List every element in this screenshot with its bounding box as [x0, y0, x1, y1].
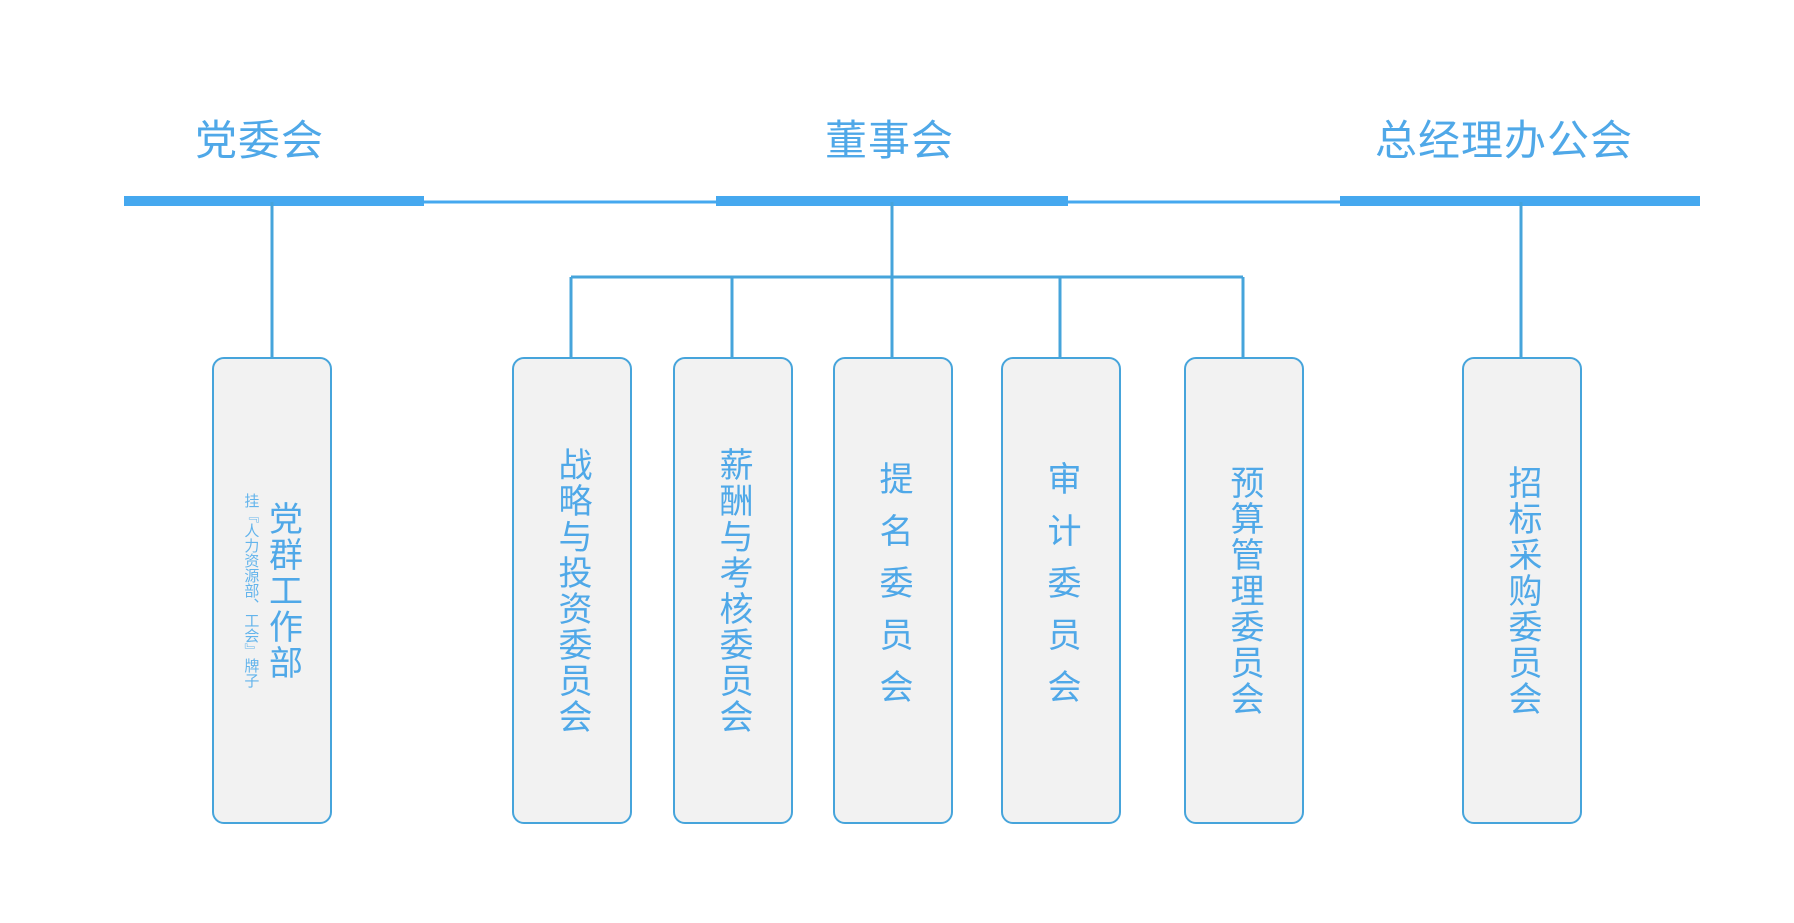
node-label-budget-management-committee: 预算管理委员会	[1225, 464, 1264, 717]
heading-party-committee[interactable]: 党委会	[195, 117, 325, 164]
node-label-audit-committee: 审计委员会	[1042, 460, 1081, 721]
node-budget-management-committee[interactable]: 预算管理委员会	[1184, 357, 1304, 824]
node-label-nomination-committee: 提名委员会	[874, 460, 913, 721]
node-bidding-procurement-committee[interactable]: 招标采购委员会	[1462, 357, 1582, 824]
node-nomination-committee[interactable]: 提名委员会	[833, 357, 953, 824]
node-label-party-mass-work-dept: 党群工作部	[263, 500, 302, 681]
heading-gm-office-meeting[interactable]: 总经理办公会	[1375, 117, 1634, 164]
heading-board-of-directors[interactable]: 董事会	[825, 117, 955, 164]
node-party-mass-work-dept[interactable]: 党群工作部 挂『人力资源部、工会』牌子	[212, 357, 332, 824]
node-label-bidding-procurement-committee: 招标采购委员会	[1503, 464, 1542, 717]
node-remuneration-appraisal-committee[interactable]: 薪酬与考核委员会	[673, 357, 793, 824]
node-audit-committee[interactable]: 审计委员会	[1001, 357, 1121, 824]
node-label-remuneration-appraisal-committee: 薪酬与考核委员会	[714, 446, 753, 735]
node-strategy-investment-committee[interactable]: 战略与投资委员会	[512, 357, 632, 824]
node-note-party-mass-work-dept: 挂『人力资源部、工会』牌子	[242, 493, 260, 688]
node-label-strategy-investment-committee: 战略与投资委员会	[553, 446, 592, 735]
